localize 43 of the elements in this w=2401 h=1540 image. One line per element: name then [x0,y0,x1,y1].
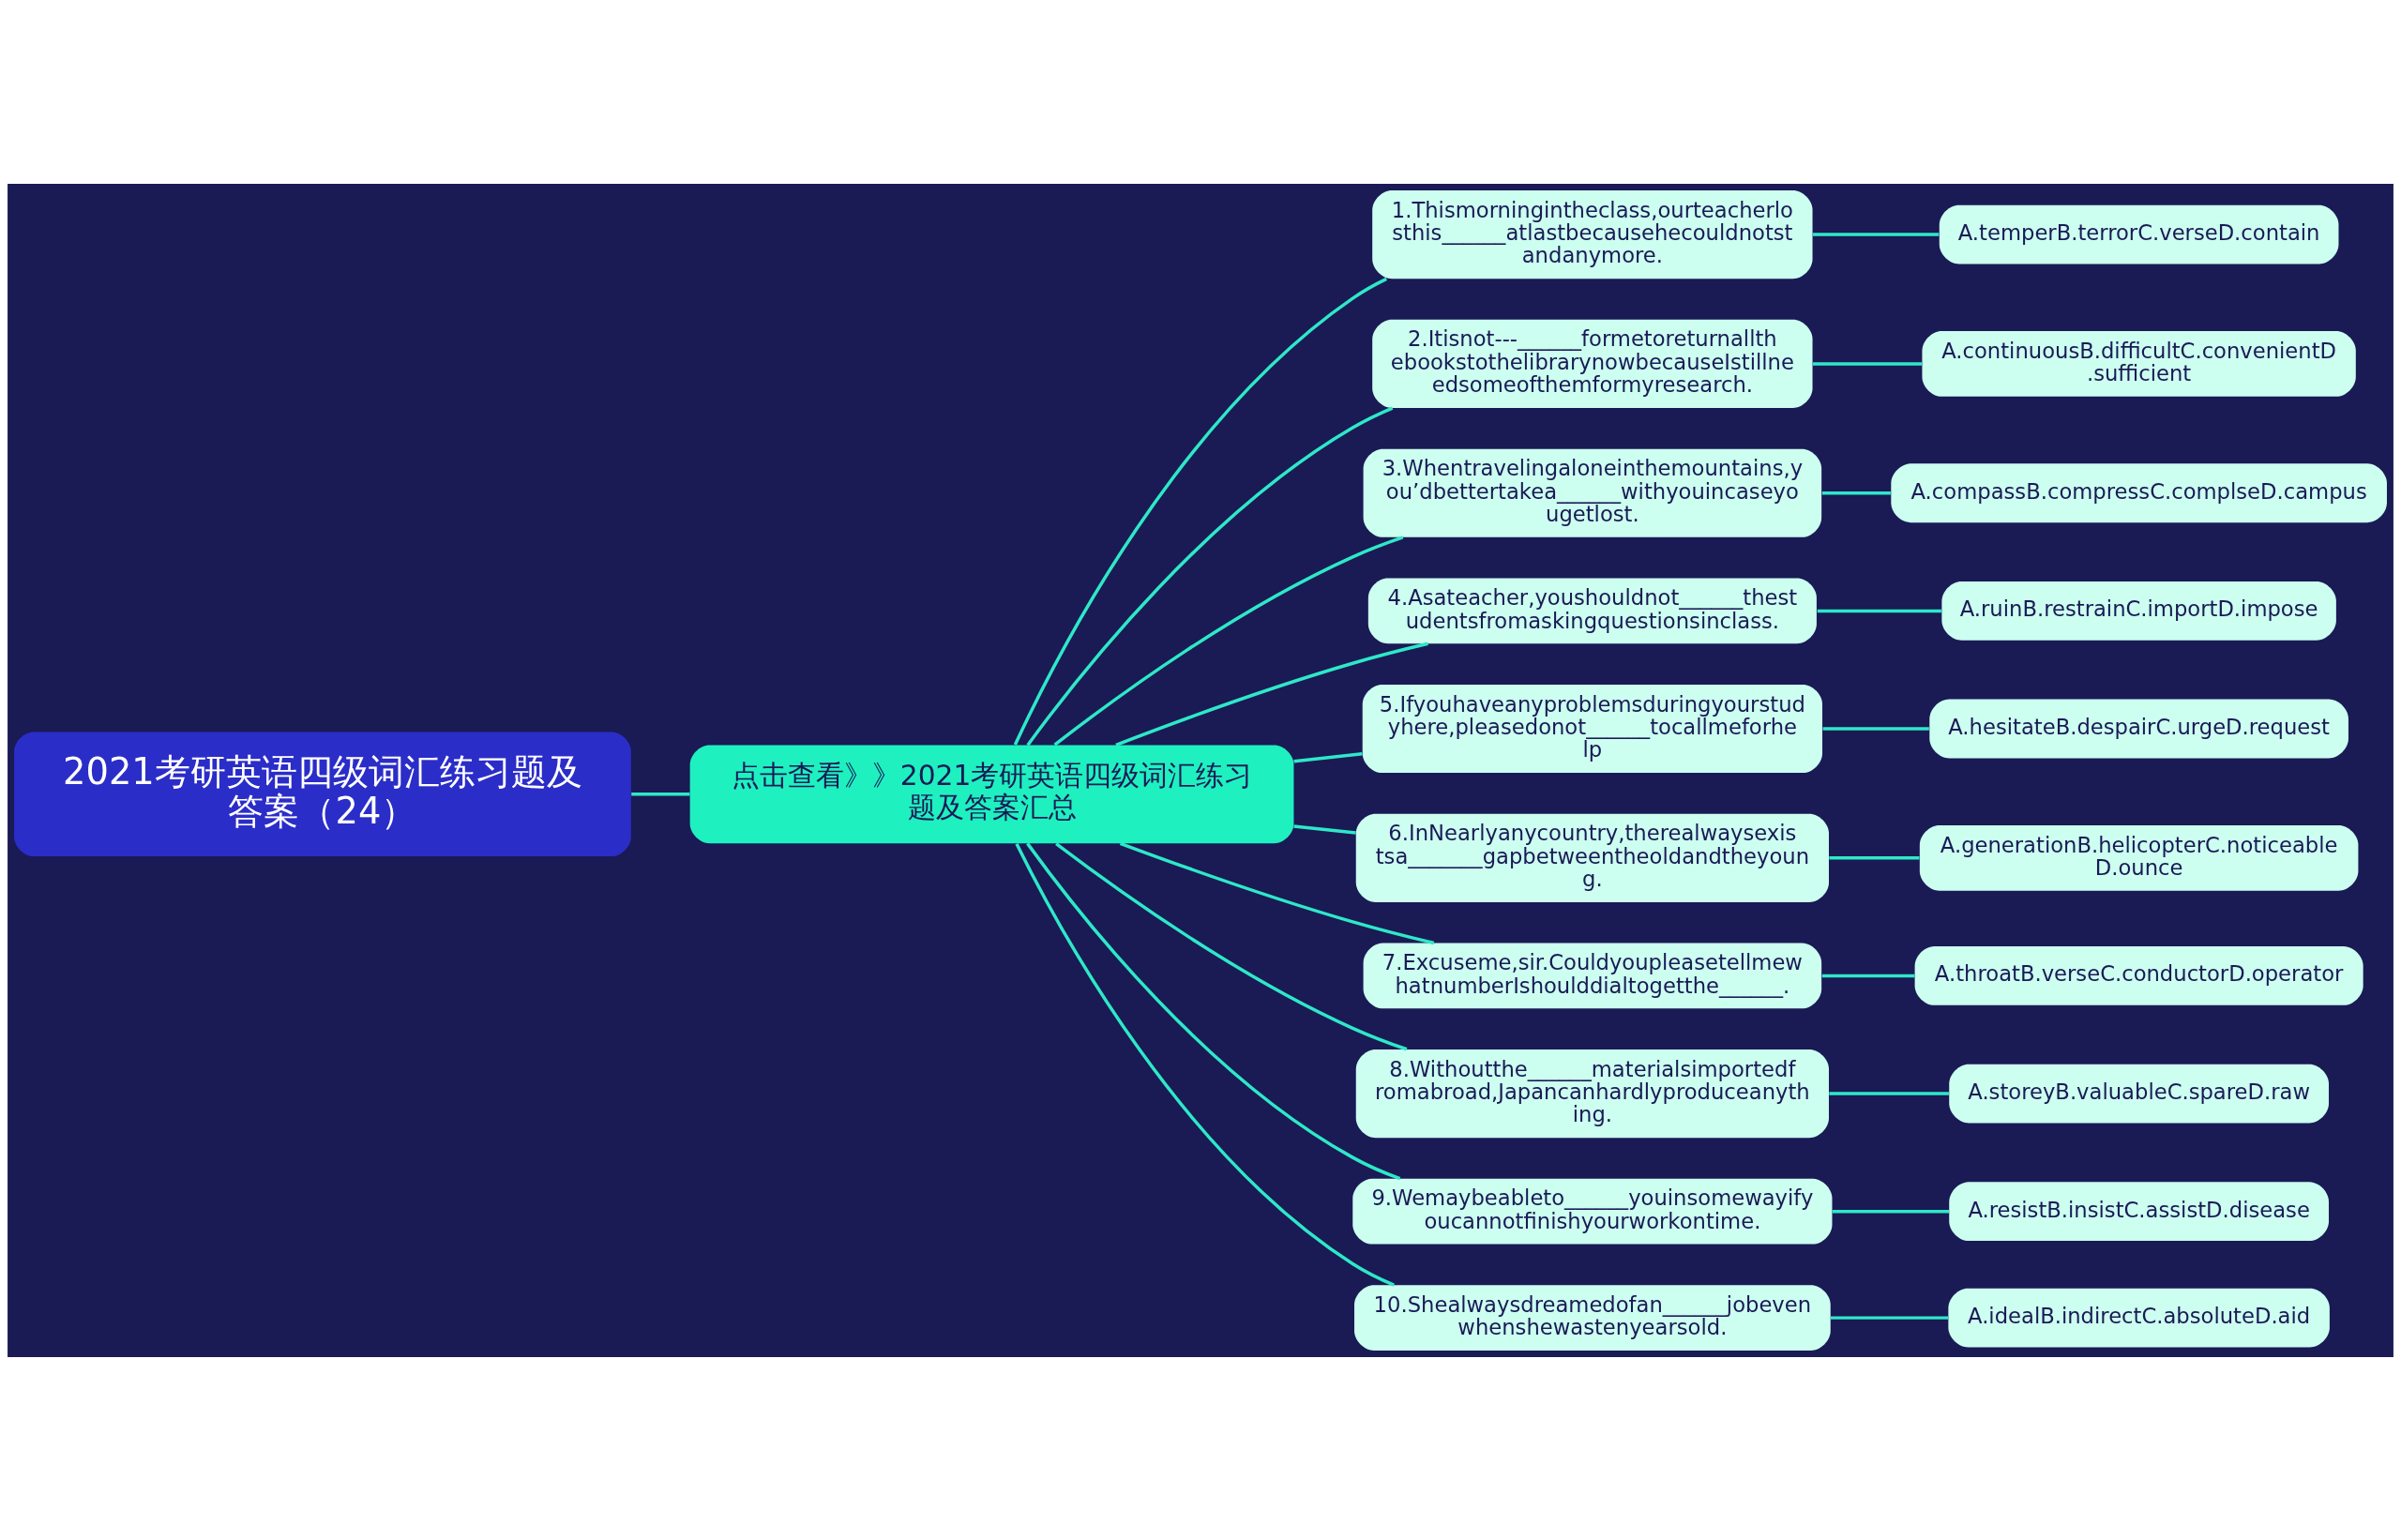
node-box: 10.Shealwaysdreamedofan______jobevenwhenshewastenyearsold. [1354,1284,1831,1351]
connector [1812,361,1923,366]
node-box: A.idealB.indirectC.absoluteD.aid [1948,1288,2330,1348]
node-box: 7.Excuseme,sir.CouldyoupleasetellmewhatnumberIshoulddialtogetthe______. [1363,943,1822,1008]
node-box: 2021考研英语四级词汇练习题及答案（24） [14,732,631,856]
node-box: 3.Whentravelingaloneinthemountains,you’dbettertakea______withyouincaseyougetlost. [1363,448,1822,537]
connector [1119,841,1435,944]
node-box: A.ruinB.restrainC.importD.impose [1941,581,2336,641]
connector [1293,751,1363,762]
node-box: 1.Thismorningintheclass,ourteacherlosthis______atlastbecausehecouldnotstandanymore. [1372,189,1813,279]
connector [1821,491,1891,494]
node-box: 点击查看》》2021考研英语四级词汇练习题及答案汇总 [689,744,1294,843]
node-box: A.generationB.helicopterC.noticeableD.ounce [1919,824,2359,891]
node-box: A.resistB.insistC.assistD.disease [1949,1181,2329,1241]
connector [1829,1091,1949,1095]
connector [1053,535,1404,746]
node-box: A.storeyB.valuableC.spareD.raw [1949,1064,2329,1123]
connector [1817,609,1941,612]
connector [1013,277,1388,746]
node-box: 4.Asateacher,youshouldnot______thestudentsfromaskingquestionsinclass. [1367,578,1817,643]
node-box: A.compassB.compressC.complseD.campus [1891,462,2387,522]
connector [1812,232,1940,236]
node-box: A.throatB.verseC.conductorD.operator [1914,945,2363,1005]
connector [1829,855,1920,860]
connector [1831,1315,1949,1320]
node-box: A.continuousB.difficultC.convenientD.sufficient [1922,330,2356,397]
node-box: 2.Itisnot---______formetoreturnallthebookstothelibrarynowbecauseIstillneedsomeofthemformyresearch. [1372,319,1813,408]
connector [1822,726,1929,731]
node-box: 5.Ifyouhaveanyproblemsduringyourstudyhere,pleasedonot______tocallmeforhelp [1362,684,1822,773]
connector [1026,405,1394,746]
connector [1026,841,1401,1180]
connector [1015,842,1395,1287]
connector [1293,823,1356,835]
node-box: A.temperB.terrorC.verseD.contain [1939,204,2339,264]
node-box: 8.Withoutthe______materialsimportedfromabroad,Japancanhardlyproduceanything. [1355,1049,1829,1138]
connector [631,792,690,796]
node-box: A.hesitateB.despairC.urgeD.request [1929,699,2348,758]
node-box: 6.InNearlyanycountry,therealwaysexistsa_______gapbetweentheoldandtheyoung. [1355,813,1829,902]
connector [1055,841,1408,1050]
connector [1115,642,1428,747]
connector [1821,974,1915,977]
node-box: 9.Wemaybeableto______youinsomewayifyoucannotfinishyourworkontime. [1352,1178,1833,1245]
connector [1832,1209,1950,1213]
